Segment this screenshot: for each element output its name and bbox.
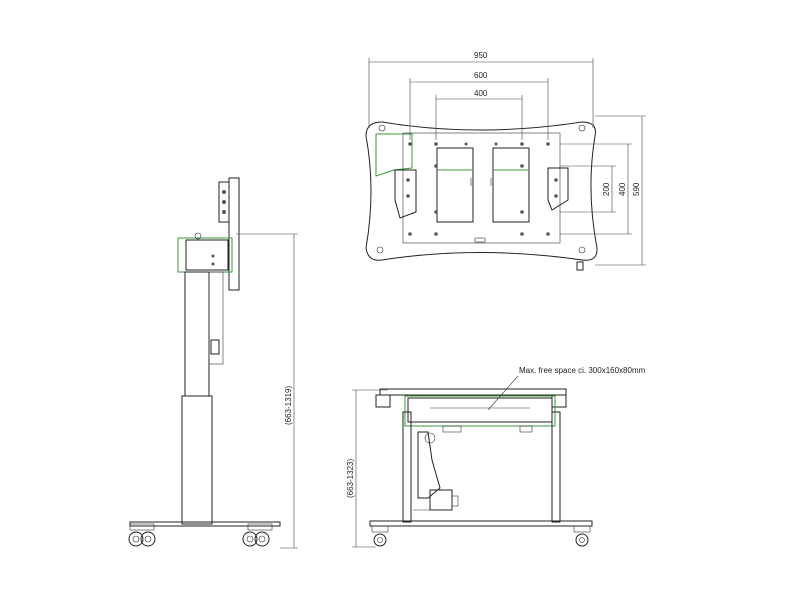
side-height-range-label: (663-1319) (284, 386, 293, 425)
mounting-plate-top-view (365, 121, 598, 271)
dimension-590-label: 590 (632, 182, 641, 196)
dimension-600-label: 600 (474, 71, 488, 80)
free-space-note: Max. free space ci. 300x160x80mm (519, 366, 646, 375)
caster-left (128, 531, 156, 547)
caster-right (242, 531, 270, 547)
stand-front-view (352, 375, 593, 548)
dimension-950-label: 950 (474, 51, 488, 60)
dimension-400-height-label: 400 (618, 182, 627, 196)
dimension-200-label: 200 (602, 182, 611, 196)
stand-side-view (128, 177, 298, 549)
dimension-400-width-label: 400 (474, 89, 488, 98)
front-height-range-label: (663-1323) (346, 459, 355, 498)
top-view-dimensions (368, 58, 646, 266)
vesa-holes (406, 142, 558, 236)
